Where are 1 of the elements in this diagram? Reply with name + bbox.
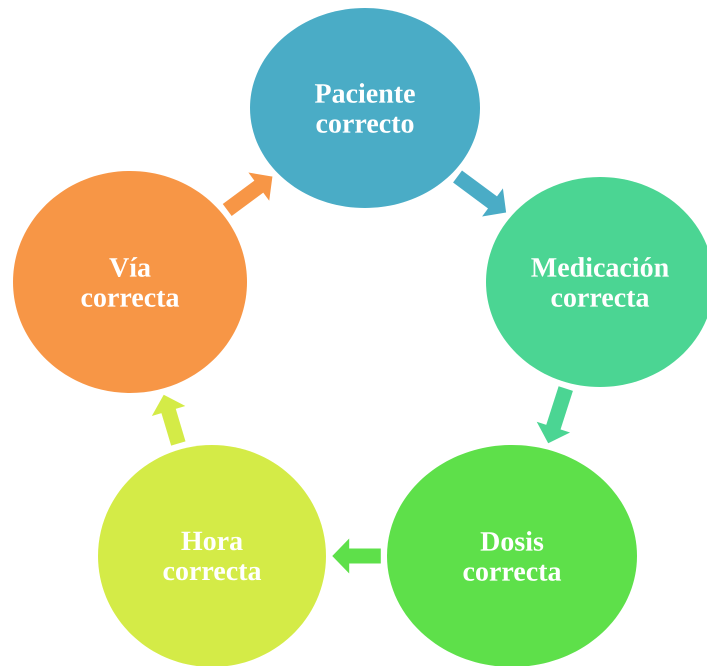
block-arrow — [222, 172, 272, 216]
